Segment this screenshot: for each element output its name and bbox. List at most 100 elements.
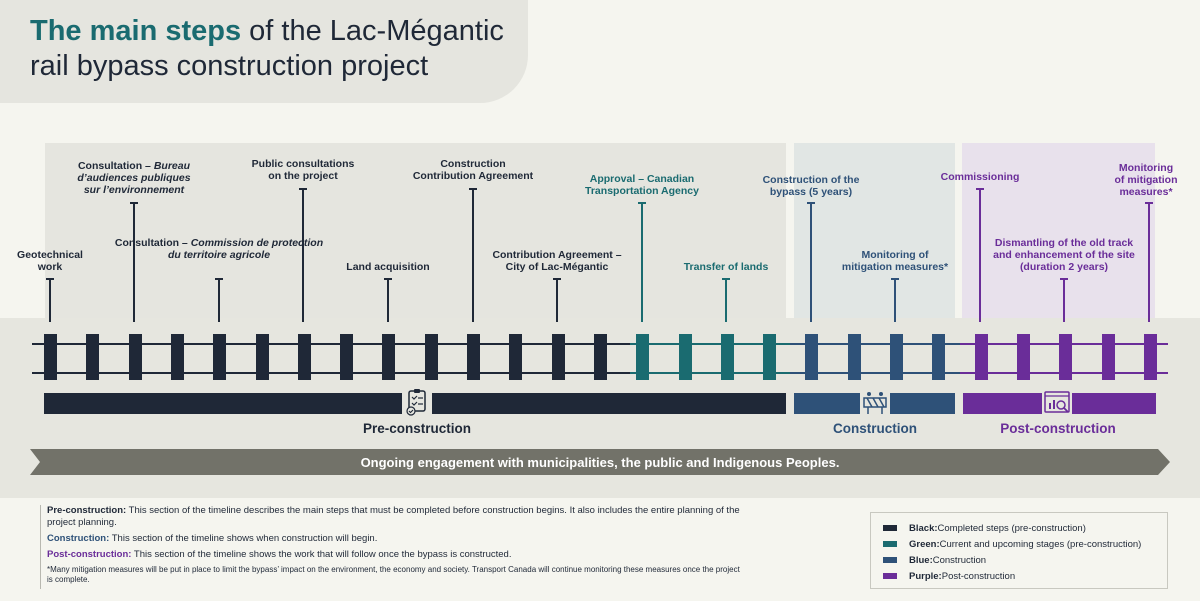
milestone-stem-cap <box>299 188 307 190</box>
note-construction-text: This section of the timeline shows when … <box>109 533 378 544</box>
track-rail <box>32 372 630 374</box>
milestone-consultation-bape-prefix: Consultation – <box>77 160 151 172</box>
monitoring-report-icon <box>1042 388 1072 418</box>
phase-label-construction: Construction <box>833 421 917 436</box>
note-pre-key: Pre-construction: <box>47 505 127 516</box>
milestone-stem-cap <box>722 278 730 280</box>
track-tie <box>509 334 523 380</box>
note-construction-key: Construction: <box>47 533 110 544</box>
legend-key: Black: <box>909 522 938 534</box>
milestone-contribution-city: Contribution Agreement –City of Lac-Méga… <box>492 249 622 273</box>
legend-text: Construction <box>932 554 987 566</box>
milestone-stem-cap <box>384 278 392 280</box>
construction-panel <box>794 143 955 318</box>
milestone-stem <box>641 202 643 322</box>
track-tie <box>255 334 269 380</box>
track-tie <box>636 334 650 380</box>
track-tie <box>805 334 819 380</box>
milestone-transfer-lands: Transfer of lands <box>683 261 769 273</box>
milestone-stem <box>894 278 896 322</box>
pre-construction-panel <box>45 143 786 318</box>
engagement-arrow: Ongoing engagement with municipalities, … <box>30 449 1170 475</box>
milestone-stem <box>218 278 220 322</box>
legend-swatch-green <box>883 541 897 547</box>
track-rail <box>630 343 790 345</box>
milestone-stem <box>302 188 304 322</box>
track-rail <box>790 343 960 345</box>
note-pre-text: This section of the timeline describes t… <box>47 505 740 528</box>
track-tie <box>467 334 480 380</box>
milestone-stem-cap <box>807 202 815 204</box>
milestone-stem-cap <box>46 278 54 280</box>
milestone-stem-cap <box>130 202 138 204</box>
milestone-stem <box>472 188 474 322</box>
track-tie <box>340 334 354 380</box>
track-tie <box>593 334 607 380</box>
track-tie <box>1016 334 1030 380</box>
milestone-stem-cap <box>638 202 646 204</box>
track-tie <box>1101 334 1115 380</box>
note-construction: Construction: This section of the timeli… <box>47 533 740 545</box>
engagement-text: Ongoing engagement with municipalities, … <box>360 454 840 470</box>
legend-swatch-purple <box>883 573 897 579</box>
milestone-stem <box>725 278 727 322</box>
track-tie <box>1059 334 1073 380</box>
milestone-stem <box>979 188 981 322</box>
milestone-stem <box>1063 278 1065 322</box>
track-tie <box>382 334 396 380</box>
milestone-stem <box>810 202 812 322</box>
legend-text: Post-construction <box>941 570 1016 582</box>
track-tie <box>974 334 988 380</box>
track-rail <box>630 372 790 374</box>
legend-item: Blue: Construction <box>883 552 1155 568</box>
milestone-stem-cap <box>891 278 899 280</box>
track-tie <box>44 334 57 380</box>
track-tie <box>1143 334 1157 380</box>
track-tie <box>128 334 142 380</box>
milestone-stem <box>49 278 51 322</box>
track-tie <box>890 334 903 380</box>
track-rail <box>32 343 630 345</box>
milestone-stem <box>556 278 558 322</box>
notes-section: Pre-construction: This section of the ti… <box>40 505 740 589</box>
post-construction-panel <box>962 143 1155 318</box>
legend-text: Completed steps (pre-construction) <box>937 522 1086 534</box>
phase-label-post: Post-construction <box>1000 421 1116 436</box>
track-rail <box>960 343 1168 345</box>
note-post-key: Post-construction: <box>47 549 132 560</box>
milestone-consultation-cptaq-prefix: Consultation – <box>114 237 188 249</box>
milestone-stem <box>133 202 135 322</box>
track-tie <box>720 334 734 380</box>
legend-key: Purple: <box>909 570 942 582</box>
title-highlight: The main steps <box>30 15 242 47</box>
road-barrier-icon <box>860 388 890 418</box>
legend-item: Green: Current and upcoming stages (pre-… <box>883 536 1155 552</box>
milestone-stem-cap <box>1145 202 1153 204</box>
track-tie <box>551 334 565 380</box>
legend-item: Black: Completed steps (pre-construction… <box>883 520 1155 536</box>
track-tie <box>847 334 861 380</box>
legend: Black: Completed steps (pre-construction… <box>870 512 1168 589</box>
phase-label-pre: Pre-construction <box>362 421 472 436</box>
track-tie <box>86 334 100 380</box>
track-rail <box>790 372 960 374</box>
track-tie <box>932 334 946 380</box>
track-tie <box>763 334 777 380</box>
legend-key: Blue: <box>909 554 933 566</box>
milestone-commissioning: Commissioning <box>940 171 1020 183</box>
note-footnote: *Many mitigation measures will be put in… <box>47 565 740 584</box>
track-tie <box>297 334 311 380</box>
